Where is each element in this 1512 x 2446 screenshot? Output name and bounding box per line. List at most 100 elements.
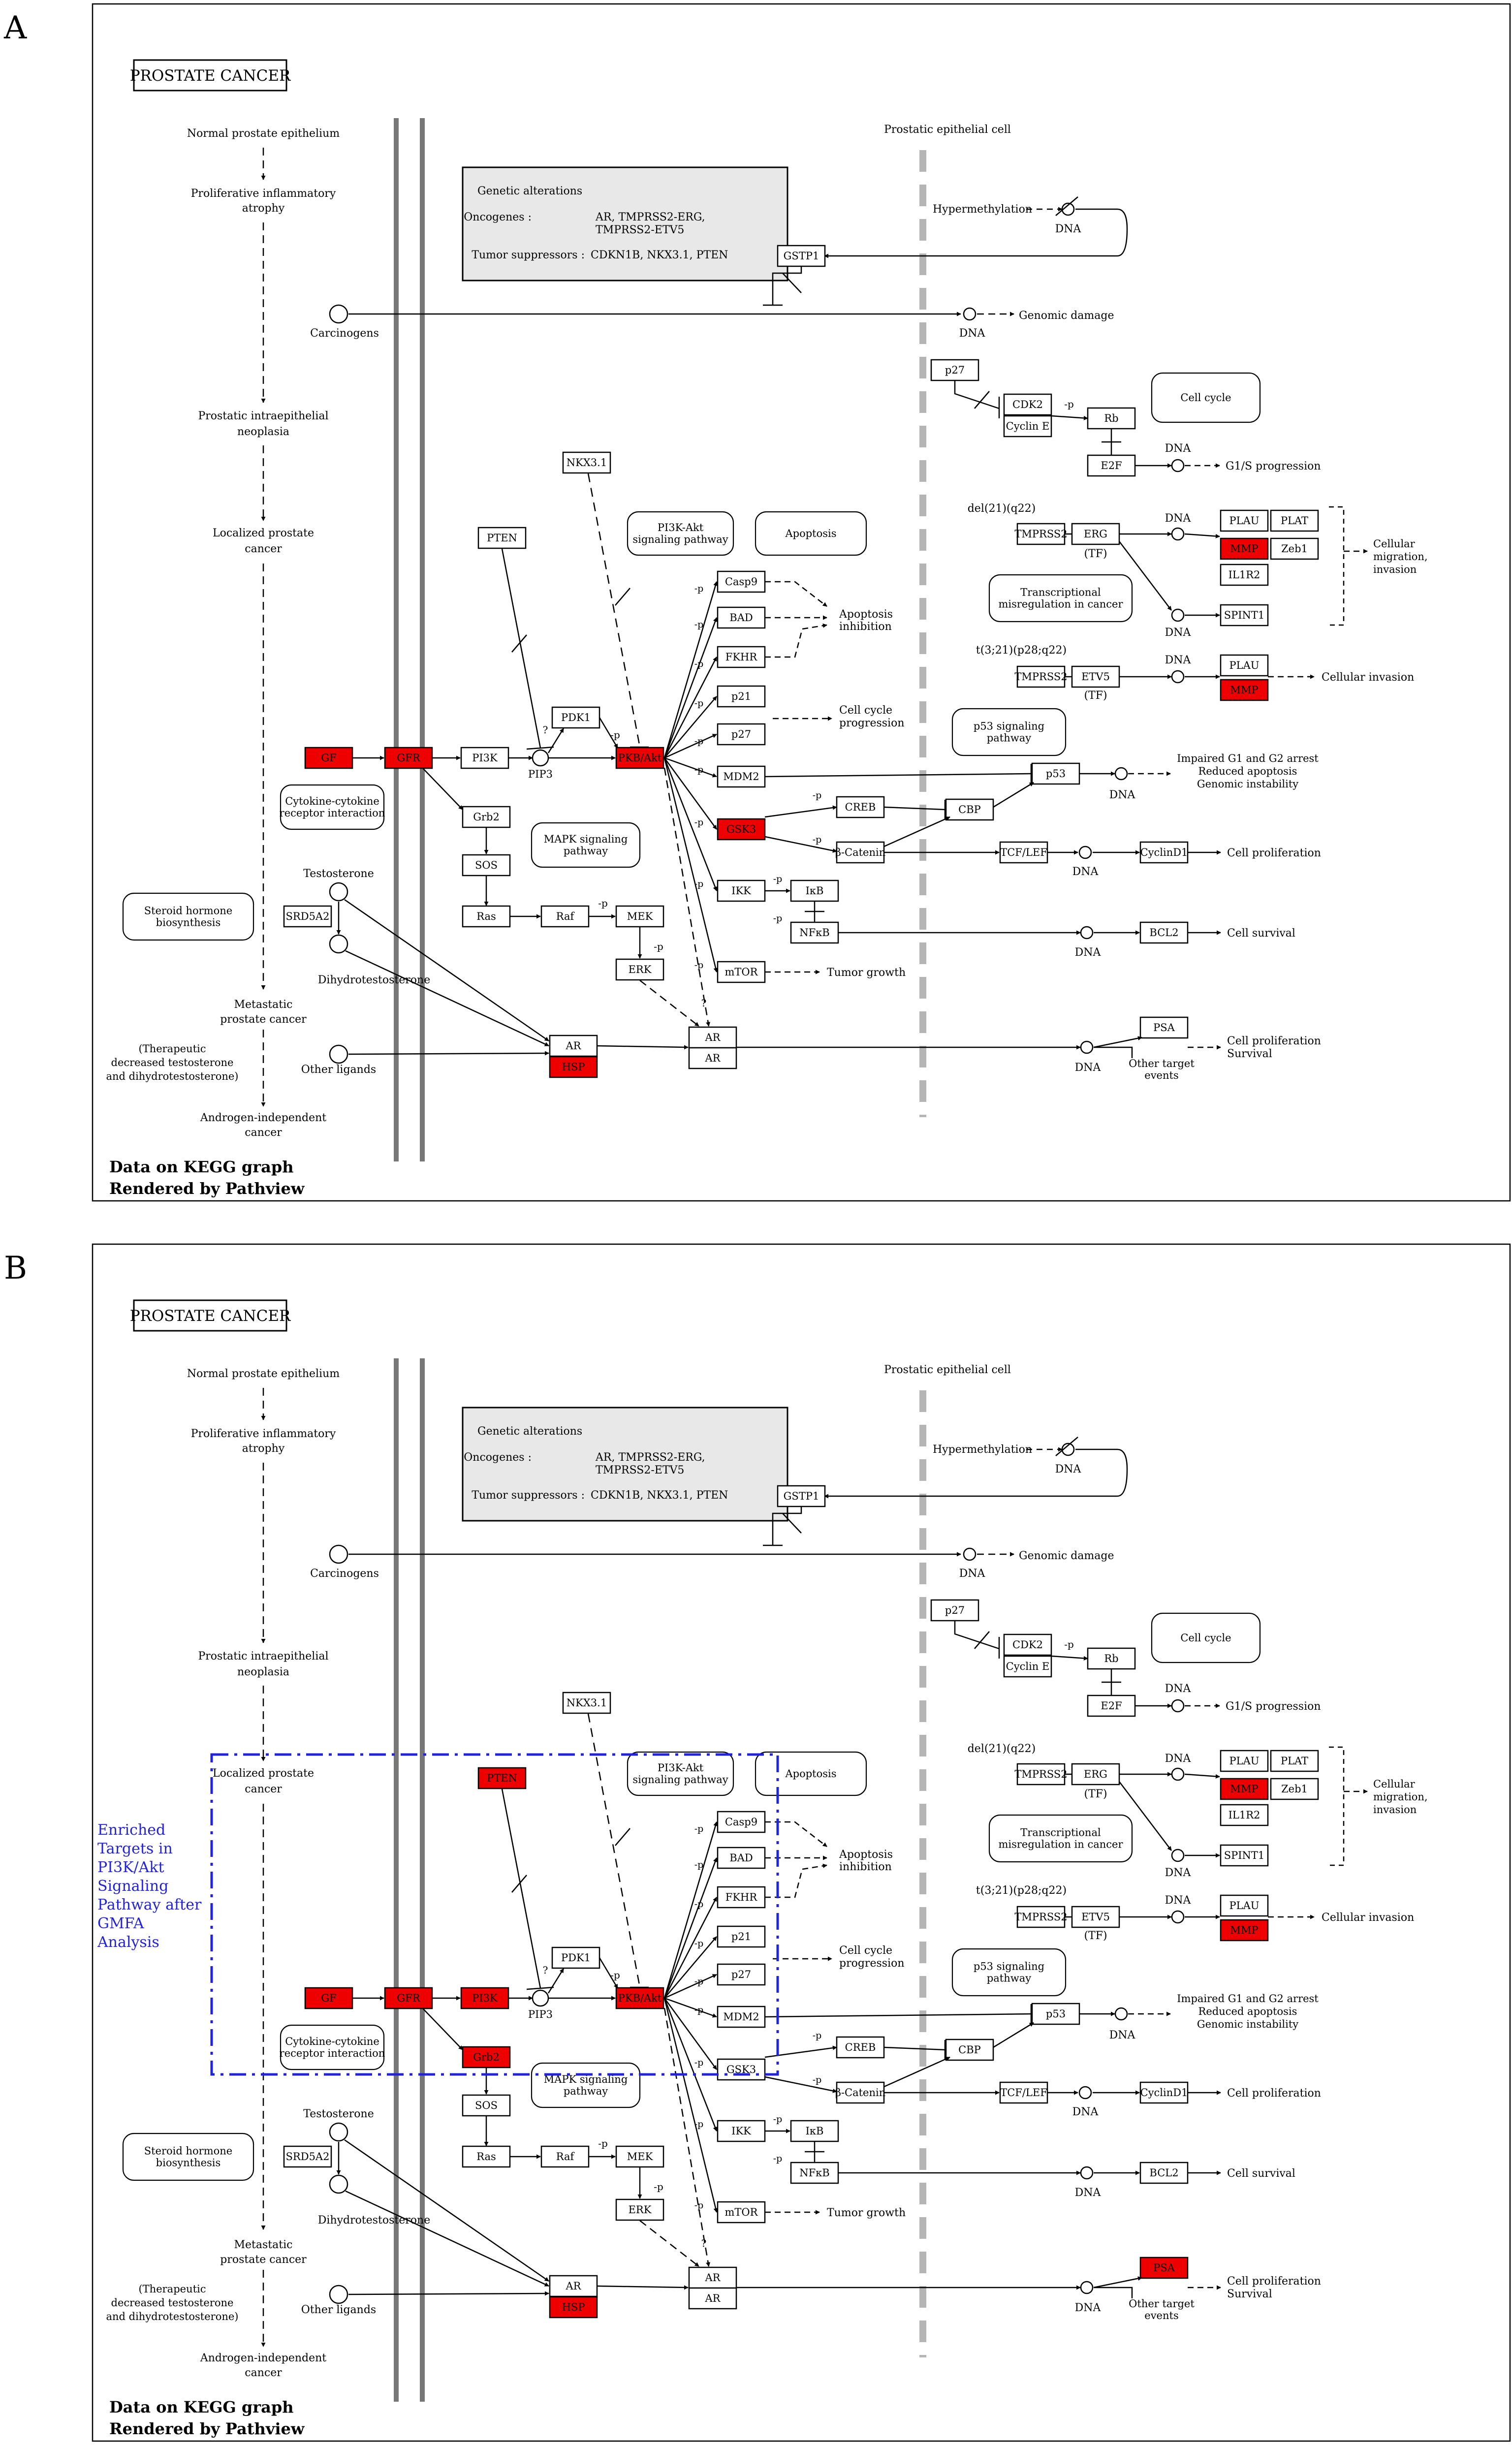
dna-node <box>1078 2086 1092 2100</box>
gene-label-ar: AR <box>705 2292 721 2304</box>
gene-gf-highlighted <box>304 747 353 769</box>
outcome-impaired-g1-g2: Impaired G1 and G2 arrest <box>1177 753 1319 764</box>
label-carcinogens: Carcinogens <box>310 327 379 340</box>
gene-label-gstp1: GSTP1 <box>784 1490 819 1502</box>
gene-plau <box>1220 1894 1269 1917</box>
gene-label-mtor: mTOR <box>725 2206 758 2218</box>
edge-fkhr-apoptosis <box>765 623 827 658</box>
gene-mdm2 <box>717 765 766 788</box>
gene-p27 <box>930 1599 979 1622</box>
gene-label-mmp: MMP <box>1230 1924 1258 1936</box>
gene-mek <box>615 2145 664 2168</box>
gene-label-hsp: HSP <box>562 2301 585 2313</box>
gene-plau <box>1220 654 1269 677</box>
pi3k-akt-signaling-pathway-label: signaling pathway <box>632 1774 728 1786</box>
outcome-genomic-instability: Genomic instability <box>1197 778 1298 790</box>
gene-label-hsp: HSP <box>562 1061 585 1073</box>
gene-pkb-akt-highlighted <box>615 747 664 769</box>
outcome-cell-survival: Cell survival <box>1227 2167 1295 2180</box>
gene-label-nkx3-1: NKX3.1 <box>567 457 607 469</box>
gene-label-grb2: Grb2 <box>473 2051 500 2063</box>
label-phospho: -p <box>694 698 704 709</box>
gene-gstp1 <box>777 245 826 267</box>
transcriptional-misregulation-in-cancer-label: misregulation in cancer <box>998 1839 1123 1850</box>
gene-il1r2 <box>1220 564 1269 586</box>
edge-pip3-pdk1 <box>547 1968 565 1994</box>
gene-p21 <box>717 1925 766 1948</box>
gene-label-mtor: mTOR <box>725 966 758 978</box>
panel-title: PROSTATE CANCER <box>130 67 291 85</box>
label-pip3: PIP3 <box>528 768 553 780</box>
dna-node <box>963 1547 976 1561</box>
label-phospho: -p <box>694 2119 704 2130</box>
gene-label-creb: CREB <box>845 2041 876 2053</box>
label-dna: DNA <box>959 1568 986 1580</box>
gene-cbp <box>945 2038 994 2061</box>
stage-label: Androgen-independent <box>200 1112 326 1124</box>
label-phospho: -p <box>773 874 783 884</box>
enriched-label-line: Pathway after <box>97 1896 202 1913</box>
label-phospho: -p <box>694 1899 704 1910</box>
gene-label-bcl2: BCL2 <box>1149 2167 1178 2179</box>
outcome-survival: Survival <box>1227 1048 1272 1060</box>
cell-cycle-box <box>1151 372 1261 423</box>
gene-cbp <box>945 798 994 821</box>
gene-zeb1 <box>1270 537 1319 560</box>
gene-srd5a2 <box>283 905 332 928</box>
dna-node <box>1171 670 1185 684</box>
dna-node <box>1080 2166 1094 2180</box>
gene-label-tmprss2: TMPRSS2 <box>1014 528 1067 540</box>
gene-cyclin-e <box>1003 1655 1052 1678</box>
gene-ras <box>462 905 511 928</box>
gene-mmp-highlighted <box>1220 1778 1269 1800</box>
stage-label: prostate cancer <box>220 1013 307 1026</box>
edge-dht-ar <box>345 2190 549 2287</box>
gene-p21 <box>717 685 766 708</box>
edge-gfr-grb2 <box>423 768 463 810</box>
label-phospho: -p <box>694 764 704 775</box>
p53-signaling-pathway-label: pathway <box>987 1973 1031 1984</box>
outcome-cell-survival: Cell survival <box>1227 927 1295 940</box>
edge-mdm2-p53 <box>764 773 1032 778</box>
label-pip3: PIP3 <box>528 2008 553 2020</box>
stage-label: Localized prostate <box>213 527 314 539</box>
gene-pdk1 <box>551 1946 600 1969</box>
label-other-ligands: Other ligands <box>301 2304 376 2316</box>
gene-hsp-highlighted <box>549 1056 598 1078</box>
gene-label-p53: p53 <box>1046 768 1066 780</box>
stage-label: cancer <box>245 1783 282 1795</box>
label-tf: (TF) <box>1084 548 1107 560</box>
label-tf: (TF) <box>1084 1788 1107 1800</box>
gene-label-catenin: β-Catenin <box>835 2087 885 2099</box>
gene-fkhr <box>717 1886 766 1909</box>
stage-label: cancer <box>245 1127 282 1139</box>
gene-plat <box>1270 509 1319 532</box>
gene-label-ar: AR <box>705 1052 721 1064</box>
label-phospho: -p <box>694 1976 704 1987</box>
gene-plau <box>1220 509 1269 532</box>
cell-cycle-label: Cell cycle <box>1180 392 1231 404</box>
label-dna: DNA <box>1165 1867 1192 1879</box>
edge-casp9-apoptosis <box>765 1821 827 1847</box>
testosterone-node <box>329 2122 348 2142</box>
enriched-label-line: Analysis <box>97 1934 159 1951</box>
label-dna: DNA <box>1055 223 1082 235</box>
gene-gsk3-highlighted <box>717 818 766 841</box>
dna-node <box>1171 459 1185 472</box>
gene-label-tmprss2: TMPRSS2 <box>1014 1768 1067 1780</box>
label-dihydrotestosterone: Dihydrotestosterone <box>318 2214 430 2226</box>
dna-node <box>1114 767 1128 781</box>
gene-label-sos: SOS <box>475 859 498 871</box>
p53-signaling-pathway-label: p53 signaling <box>974 721 1044 732</box>
gene-label-bad: BAD <box>729 612 753 624</box>
gene-label-il1r2: IL1R2 <box>1228 569 1260 581</box>
dna-node <box>963 307 976 321</box>
outcome-cellular-migration: migration, <box>1373 1791 1428 1803</box>
label-phospho: -p <box>694 736 704 747</box>
label-dna: DNA <box>1165 442 1192 455</box>
gene-label-il1r2: IL1R2 <box>1228 1809 1260 1821</box>
gene-il1r2 <box>1220 1804 1269 1826</box>
outcome-g1s-progression: G1/S progression <box>1226 1700 1321 1713</box>
gene-label-p53: p53 <box>1046 2008 1066 2020</box>
title-box <box>133 59 287 92</box>
